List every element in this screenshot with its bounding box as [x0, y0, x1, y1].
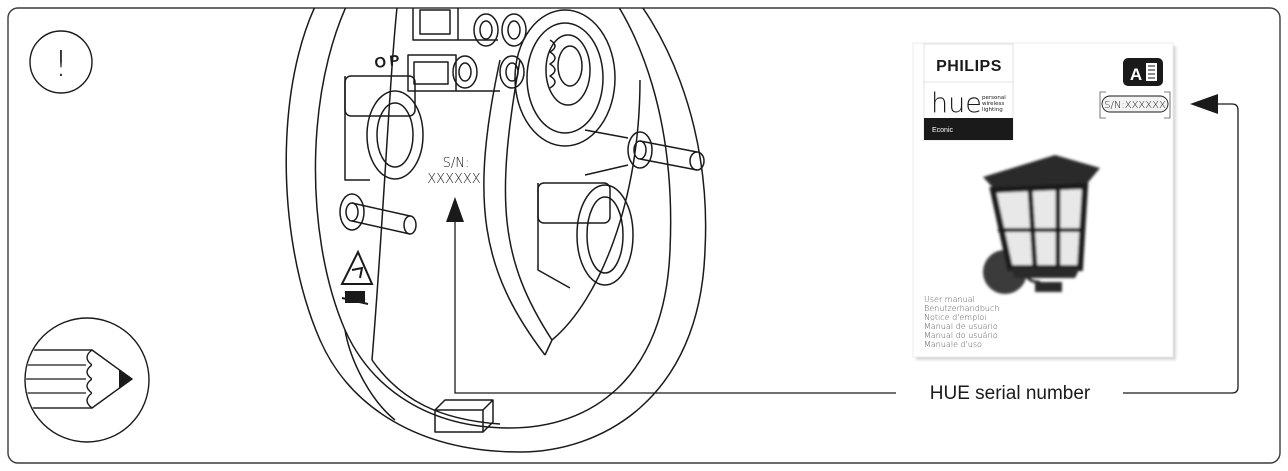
fixture-illustration: [285, 8, 707, 453]
lantern-image: [983, 155, 1100, 294]
exclamation-icon: [29, 30, 93, 94]
manual-lang-1: User manual: [924, 295, 975, 304]
manual-callout-arrow: [1123, 94, 1239, 394]
fixture-sn-value: XXXXXX: [427, 172, 481, 187]
manual-product: Econic: [932, 127, 954, 134]
manual-tagline-1: personal: [982, 95, 1006, 101]
manual-lang-2: Benutzerhandbuch: [924, 304, 999, 313]
manual-brand: PHILIPS: [936, 58, 1002, 75]
manual-lang-6: Manuale d'uso: [924, 340, 982, 349]
fixture-sn-label: S/N:: [443, 156, 470, 171]
fixture-letter-o: O: [374, 54, 388, 72]
arrow-left-icon: [1190, 94, 1218, 114]
fixture-callout-arrow: [446, 197, 896, 394]
notice-badge: !: [29, 30, 93, 94]
manual-lang-5: Manual do usuário: [924, 330, 998, 340]
manual-tagline-3: lighting: [982, 107, 1003, 113]
manual-sn-sticker: S/N:XXXXXX: [1099, 91, 1171, 119]
manual-lang-3: Notice d'emploi: [924, 313, 987, 322]
pencil-badge: [24, 317, 150, 443]
callout-label: HUE serial number: [930, 383, 1091, 404]
manual-tagline-2: wireless: [982, 101, 1004, 107]
arrow-up-icon: [446, 197, 464, 222]
manual-lang-4: Manual de usuario: [924, 322, 998, 331]
manual-booklet: PHILIPS hue personal wireless lighting E…: [912, 42, 1176, 360]
recycling-icon: [340, 249, 374, 305]
svg-text:A: A: [1130, 65, 1142, 84]
manual-sn-text: S/N:XXXXXX: [1104, 100, 1166, 111]
manual-hue-word: hue: [931, 88, 982, 119]
fixture-letter-p: P: [389, 52, 401, 70]
notice-symbol: !: [54, 44, 68, 85]
energy-label-icon: A: [1123, 58, 1163, 86]
